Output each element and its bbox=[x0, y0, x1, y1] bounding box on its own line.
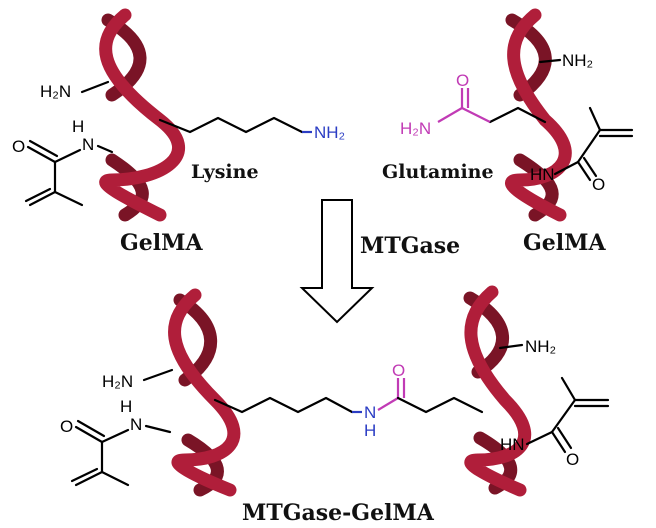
bond bbox=[100, 428, 130, 444]
helix-front-left bbox=[99, 8, 185, 222]
bond bbox=[576, 160, 592, 182]
amide-n-label: N bbox=[82, 135, 94, 154]
bond bbox=[28, 139, 59, 158]
bond bbox=[24, 187, 52, 203]
amide-hn-label-right: HN bbox=[530, 165, 555, 184]
bond bbox=[377, 397, 399, 411]
carbonyl-o-label: O bbox=[12, 137, 25, 156]
bond bbox=[144, 424, 172, 434]
bond bbox=[80, 80, 110, 94]
amine-label-bottom-left: H₂N bbox=[102, 372, 133, 391]
bond bbox=[76, 419, 106, 438]
bond bbox=[461, 107, 491, 123]
carbonyl-o-label-right: O bbox=[592, 175, 605, 194]
bond bbox=[553, 160, 580, 176]
bond bbox=[28, 190, 57, 207]
bond bbox=[26, 145, 57, 164]
bond bbox=[100, 470, 130, 487]
helix-back-left-mid bbox=[105, 153, 149, 222]
glutamine-chain bbox=[488, 106, 547, 124]
gelma-glutamine-molecule: NH₂ O H₂N HN O bbox=[400, 8, 634, 222]
bond bbox=[525, 430, 554, 446]
glutamine-label: Glutamine bbox=[382, 161, 494, 183]
reaction-arrow bbox=[299, 199, 375, 324]
bond bbox=[437, 107, 463, 123]
amide-h-label: H bbox=[72, 117, 84, 136]
amine-label-bottom-right: NH₂ bbox=[525, 337, 556, 356]
crosslink-h-label: H bbox=[364, 421, 376, 440]
carbonyl-o-label-bottom-right: O bbox=[566, 450, 579, 469]
amine-label-top-right: NH₂ bbox=[562, 51, 593, 70]
bond bbox=[560, 376, 577, 402]
bond bbox=[556, 426, 573, 450]
bond bbox=[53, 148, 82, 164]
amide-hn-label-bottom-right: HN bbox=[500, 435, 525, 454]
bond bbox=[53, 190, 84, 207]
mtgase-gelma-product: H₂N H N O N H O NH₂ HN O bbox=[60, 285, 610, 497]
lysine-chain bbox=[158, 116, 304, 134]
crosslink-chain-left bbox=[213, 396, 354, 414]
bond bbox=[576, 128, 602, 164]
enzyme-label: MTGase bbox=[360, 233, 460, 259]
bond bbox=[588, 106, 602, 132]
gelma-label-left: GelMA bbox=[120, 230, 203, 256]
amide-h-label-bottom: H bbox=[120, 397, 132, 416]
down-arrow-icon bbox=[299, 199, 375, 324]
lysine-label: Lysine bbox=[191, 161, 259, 183]
bond bbox=[498, 343, 524, 350]
bond bbox=[582, 156, 598, 178]
helix-front-right bbox=[505, 8, 572, 222]
helix-front-bottom-right bbox=[464, 285, 532, 497]
product-label: MTGase-GelMA bbox=[242, 500, 435, 526]
glutamine-o-label: O bbox=[456, 71, 469, 90]
bond bbox=[96, 144, 114, 154]
helix-front-bottom-left bbox=[168, 288, 241, 497]
lysine-nh2-label: NH₂ bbox=[314, 123, 345, 142]
bond bbox=[142, 368, 174, 382]
crosslink-chain-right bbox=[396, 396, 484, 414]
amine-label-top-left: H₂N bbox=[40, 82, 71, 101]
crosslink-o-label: O bbox=[392, 361, 405, 380]
carbonyl-o-label-bottom: O bbox=[60, 417, 73, 436]
amide-n-label-bottom: N bbox=[130, 415, 142, 434]
bond bbox=[550, 430, 567, 454]
gelma-label-right: GelMA bbox=[523, 230, 606, 256]
bond bbox=[74, 470, 104, 487]
bond bbox=[538, 58, 562, 64]
bond bbox=[74, 425, 104, 444]
bond bbox=[70, 467, 99, 483]
bond bbox=[550, 398, 577, 434]
glutamine-h2n-label: H₂N bbox=[400, 119, 431, 138]
gelma-lysine-molecule: H₂N NH₂ H N O bbox=[12, 8, 345, 222]
crosslink-n-label: N bbox=[364, 403, 376, 422]
